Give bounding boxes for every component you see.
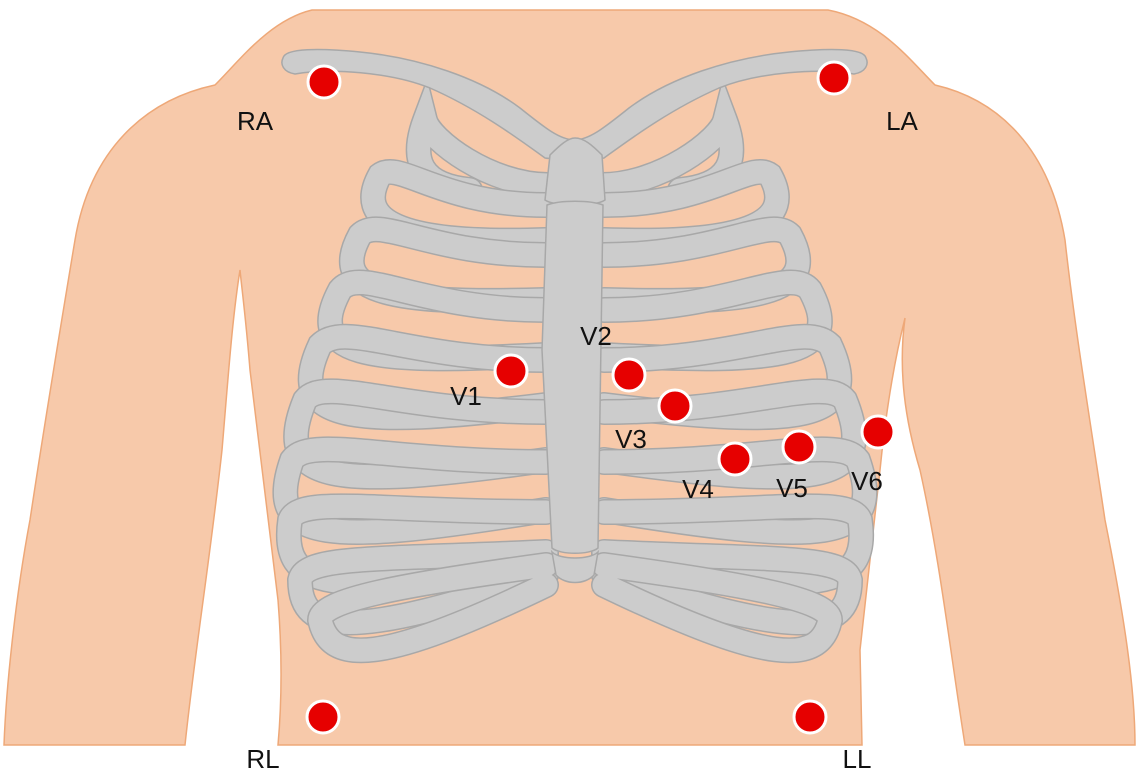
electrode-label-la: LA: [886, 106, 918, 136]
sternum: [542, 138, 605, 583]
electrode-ra: [308, 66, 340, 98]
electrode-label-v1: V1: [450, 381, 482, 411]
electrode-v2: [613, 359, 645, 391]
electrode-label-ll: LL: [843, 744, 872, 774]
electrode-label-rl: RL: [246, 744, 279, 774]
electrode-rl: [307, 701, 339, 733]
electrode-label-v5: V5: [776, 473, 808, 503]
electrode-label-v6: V6: [851, 466, 883, 496]
electrode-v3: [659, 390, 691, 422]
electrode-label-v4: V4: [682, 474, 714, 504]
electrode-ll: [794, 701, 826, 733]
electrode-v5: [783, 431, 815, 463]
sternum-body: [542, 201, 603, 553]
electrode-v1: [495, 355, 527, 387]
electrode-label-v3: V3: [615, 424, 647, 454]
electrode-v4: [719, 443, 751, 475]
electrode-label-ra: RA: [237, 106, 274, 136]
electrode-v6: [862, 416, 894, 448]
electrode-la: [818, 62, 850, 94]
electrode-label-v2: V2: [580, 321, 612, 351]
